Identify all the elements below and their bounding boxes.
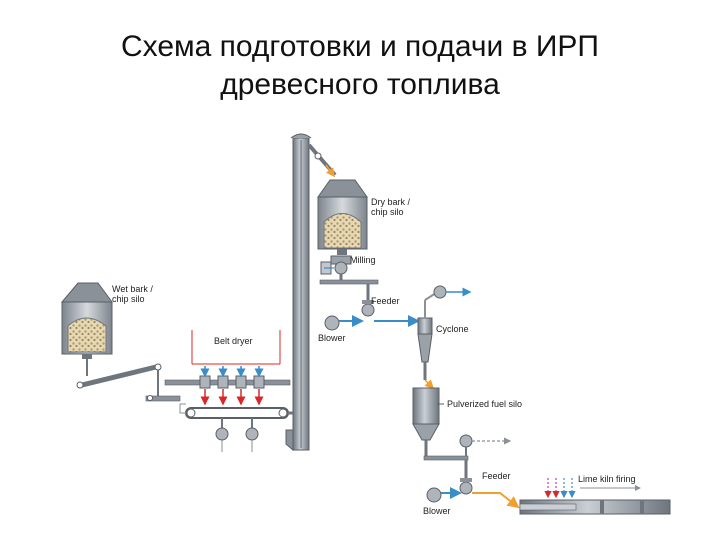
bottom-feeder-label: Feeder bbox=[482, 471, 511, 481]
bottom-blower-label: Blower bbox=[423, 506, 451, 516]
inclined-conveyor bbox=[76, 363, 181, 402]
top-feeder-label: Feeder bbox=[371, 296, 400, 306]
belt-dryer bbox=[164, 330, 293, 452]
silo-filter bbox=[459, 434, 512, 456]
slide-title-line-2: древесного топлива bbox=[220, 68, 500, 101]
top-blower-label: Blower bbox=[318, 333, 346, 343]
lime-kiln bbox=[519, 478, 671, 515]
milling-unit bbox=[319, 255, 379, 285]
milling-label: Milling bbox=[350, 255, 376, 265]
top-blower bbox=[324, 315, 364, 331]
top-feeder bbox=[361, 284, 375, 317]
wet-silo-label-line-2: chip silo bbox=[112, 294, 145, 304]
elevator-discharge-chute bbox=[307, 143, 337, 178]
bottom-feeder bbox=[459, 460, 473, 495]
fuel-line-to-kiln bbox=[472, 492, 520, 509]
slide-title-line-1: Схема подготовки и подачи в ИРП bbox=[120, 30, 599, 63]
belt-dryer-label: Belt dryer bbox=[214, 336, 253, 346]
dry-silo-label-line-2: chip silo bbox=[371, 207, 404, 217]
wet-chip-silo bbox=[60, 282, 113, 376]
bucket-elevator bbox=[285, 133, 312, 452]
pulverized-silo-label: Pulverized fuel silo bbox=[447, 399, 522, 409]
cyclone bbox=[417, 285, 472, 380]
pulverized-fuel-silo bbox=[412, 379, 469, 461]
cyclone-label: Cyclone bbox=[436, 324, 469, 334]
dry-silo-label-line-1: Dry bark / bbox=[371, 197, 411, 207]
bottom-blower bbox=[426, 487, 462, 503]
dry-chip-silo bbox=[317, 179, 368, 255]
wet-silo-label-line-1: Wet bark / bbox=[112, 284, 153, 294]
slide-title: Схема подготовки и подачи в ИРП древесно… bbox=[0, 28, 720, 104]
lime-kiln-label: Lime kiln firing bbox=[578, 474, 636, 484]
